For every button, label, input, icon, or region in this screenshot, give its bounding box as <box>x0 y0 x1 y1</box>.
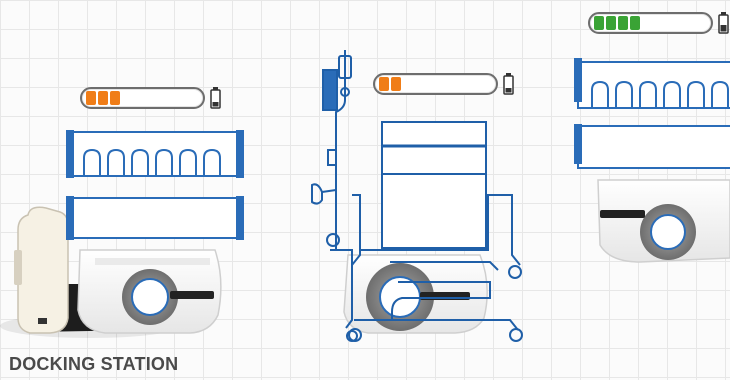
battery-cell <box>379 77 389 91</box>
battery-case <box>373 73 498 95</box>
left-robot <box>66 130 244 333</box>
battery-cell <box>594 16 604 30</box>
battery-cell <box>110 91 120 105</box>
battery-cell <box>391 77 401 91</box>
battery-cell <box>86 91 96 105</box>
middle-battery-status <box>373 73 514 95</box>
docking-station-label: DOCKING STATION <box>9 354 178 375</box>
hospital-bed-icon <box>66 130 244 240</box>
battery-cell <box>630 16 640 30</box>
battery-case <box>80 87 205 109</box>
right-robot <box>574 58 730 262</box>
battery-cell <box>606 16 616 30</box>
left-battery-status <box>80 87 221 109</box>
battery-cell <box>98 91 108 105</box>
hospital-bed-icon <box>574 58 730 168</box>
battery-case <box>588 12 713 34</box>
battery-cell <box>618 16 628 30</box>
right-battery-status <box>588 12 729 34</box>
battery-status-icon <box>503 73 514 95</box>
battery-status-icon <box>718 12 729 34</box>
battery-status-icon <box>210 87 221 109</box>
